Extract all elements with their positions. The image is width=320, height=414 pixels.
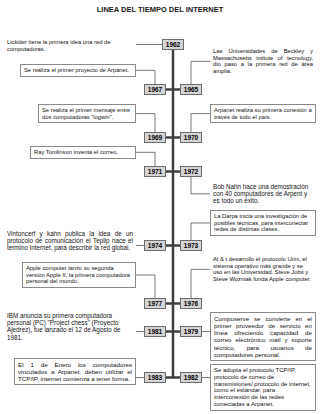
year-box: 1976 [180,298,202,309]
year-text: 1962 [163,40,183,49]
connector [191,269,210,298]
event-box: At & t desarrollo el protocolo Unix, el … [210,254,316,285]
event-box: Bob Nahn hace una demostración con 40 co… [210,181,316,207]
event-text: Ray Tomlinson inventa el correo. [34,149,132,156]
year-box: 1979 [180,326,202,337]
event-text: Apple computer lanzo su segunda versión … [26,265,132,285]
year-text: 1969 [145,133,165,142]
connector [191,177,210,194]
event-text: Vintoncerf y kahn publica la idea de un … [7,230,133,252]
spine-line [172,50,175,378]
connector [136,331,144,332]
event-text: Se realiza el primer mensaje entre dos c… [42,107,132,120]
event-box: Ray Tomlinson inventa el correo. [30,146,136,159]
event-text: Compuserve se convierte en el primer pro… [214,315,312,358]
event-box: Apple computer lanzo su segunda versión … [22,262,136,288]
event-text: Se realiza el primer proyecto de Arpanet… [24,67,132,74]
event-box: Se realiza el primer mensaje entre dos c… [38,104,136,123]
year-box: 1972 [180,166,202,177]
event-box: Las Universidades de Beckley y Massachus… [210,46,316,77]
connector [136,275,155,298]
year-box: 1971 [144,166,166,177]
connector [136,245,144,246]
year-text: 1977 [145,299,165,308]
event-box: Arpanet realiza su primera conexión a tr… [210,104,316,123]
year-box: 1981 [144,326,166,337]
connector [191,223,210,240]
year-text: 1965 [181,85,201,94]
year-text: 1981 [145,327,165,336]
year-text: 1976 [181,299,201,308]
event-text: Bob Nahn hace una demostración con 40 co… [213,183,313,205]
year-text: 1982 [181,373,201,382]
year-text: 1967 [145,85,165,94]
year-box: 1982 [180,372,202,383]
event-text: Se adopta el protocolo TCP/IP, protocolo… [214,367,312,408]
year-box: 1965 [180,84,202,95]
event-box: Vintoncerf y kahn publica la idea de un … [4,228,136,254]
event-box: Se adopta el protocolo TCP/IP, protocolo… [210,364,316,411]
event-box: IBM anuncia su primera computadora perso… [4,310,136,343]
event-text: La Darpa inicia una investigación de pos… [214,213,312,233]
year-text: 1974 [145,241,165,250]
event-box: La Darpa inicia una investigación de pos… [210,210,316,236]
year-box: 1974 [144,240,166,251]
year-box: 1973 [180,240,202,251]
event-box: El 1 de Enero los computadores vinculado… [14,358,136,385]
year-text: 1979 [181,327,201,336]
event-text: Lickider tiene la primera idea una red d… [7,39,133,52]
year-box: 1969 [144,132,166,143]
year-box: 1977 [144,298,166,309]
year-text: 1970 [181,133,201,142]
connector [136,377,144,378]
year-box: 1967 [144,84,166,95]
year-text: 1971 [145,167,165,176]
event-text: El 1 de Enero los computadores vinculado… [18,361,132,382]
connector [202,377,210,378]
connector [136,114,155,132]
connector [202,331,210,332]
event-text: At & t desarrollo el protocolo Unix, el … [213,256,313,283]
connector [191,61,210,84]
event-text: IBM anuncia su primera computadora perso… [7,312,133,341]
year-text: 1972 [181,167,201,176]
year-box: 1970 [180,132,202,143]
event-text: Las Universidades de Beckley y Massachus… [213,48,313,75]
year-text: 1983 [145,373,165,382]
connector [136,44,162,45]
connector [136,152,155,166]
year-box: 1962 [162,39,184,50]
connector [191,114,210,132]
event-box: Lickider tiene la primera idea una red d… [4,37,136,54]
year-box: 1983 [144,372,166,383]
event-box: Compuserve se convierte en el primer pro… [210,312,316,361]
title: LINEA DEL TIEMPO DEL INTERNET [0,5,320,14]
year-text: 1973 [181,241,201,250]
event-text: Arpanet realiza su primera conexión a tr… [214,107,312,120]
connector [136,70,155,84]
event-box: Se realiza el primer proyecto de Arpanet… [20,64,136,77]
